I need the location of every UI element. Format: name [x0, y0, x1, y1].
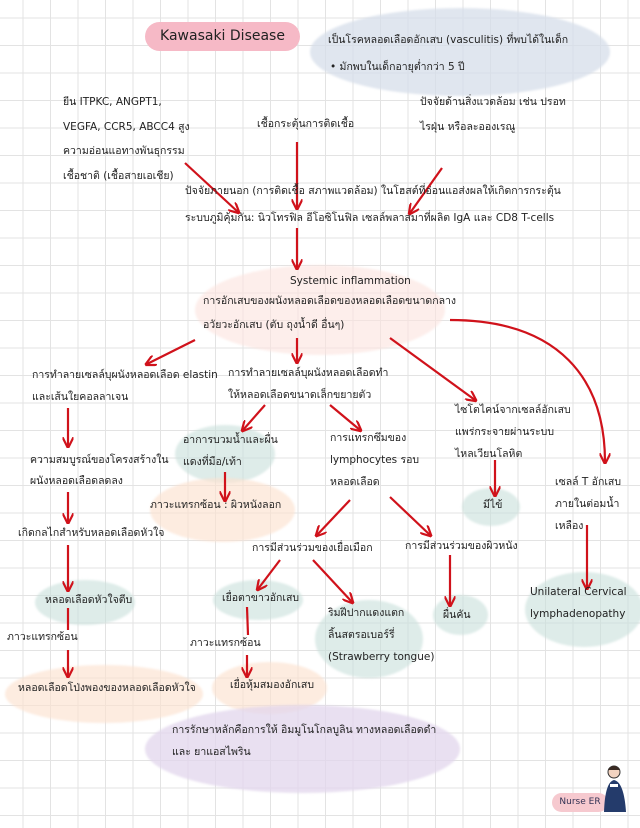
- cytokine-spread: ไซโตไคน์จากเซลล์อักเสบ แพร่กระจายผ่านระบ…: [455, 404, 571, 460]
- definition-line: เป็นโรคหลอดเลือดอักเสบ (vasculitis) ที่พ…: [328, 34, 569, 46]
- meningitis: เยื่อหุ้มสมองอักเสบ: [230, 679, 314, 691]
- definition-age-bullet: • มักพบในเด็กอายุต่ำกว่า 5 ปี: [330, 61, 465, 73]
- aneurysm-bubble: [5, 665, 203, 723]
- systemic-body: การอักเสบของผนังหลอดเลือดของหลอดเลือดขนา…: [203, 295, 457, 331]
- arrow-left: [147, 339, 196, 364]
- itchy-rash: ผื่นคัน: [443, 609, 471, 621]
- strawberry-tongue: ริมฝีปากแดงแตก ลิ้นสตรอเบอร์รี่ (Strawbe…: [328, 607, 435, 663]
- skin-involvement: การมีส่วนร่วมของผิวหนัง: [405, 540, 518, 552]
- genetic-factors: ยีน ITPKC, ANGPT1, VEGFA, CCR5, ABCC4 สู…: [63, 96, 190, 182]
- small-vessel-dilation: การทำลายเซลล์บุผนังหลอดเลือดทำ ให้หลอดเล…: [228, 367, 389, 401]
- treatment: การรักษาหลักคือการให้ อิมมูโนโกลบูลิน ทา…: [172, 724, 437, 758]
- treatment-bubble: [145, 705, 460, 793]
- brand-badge: Nurse ER: [552, 793, 608, 812]
- fever: มีไข้: [483, 499, 503, 511]
- arrow-environment: [410, 167, 443, 213]
- mucosal-involvement: การมีส่วนร่วมของเยื่อเมือก: [252, 542, 373, 554]
- lymph-node-tcells: เซลล์ T อักเสบ ภายในต่อมน้ำ เหลือง: [555, 476, 621, 532]
- systemic-bubble: [195, 265, 445, 355]
- endothelial-elastin-damage: การทำลายเซลล์บุผนังหลอดเลือด elastin และ…: [32, 369, 218, 403]
- arrow-right: [389, 337, 475, 400]
- environmental-factors: ปัจจัยด้านสิ่งแวดล้อม เช่น ปรอท ไรฝุ่น ห…: [420, 96, 566, 133]
- coronary-mechanism: เกิดกลไกสำหรับหลอดเลือดหัวใจ: [18, 527, 165, 539]
- nurse-avatar-icon: [604, 765, 626, 812]
- lips-bubble: [315, 600, 423, 678]
- complication-label: ภาวะแทรกซ้อน: [7, 631, 78, 643]
- coronary-aneurysm: หลอดเลือดโป่งพองของหลอดเลือดหัวใจ: [18, 682, 196, 694]
- complication-label-middle: ภาวะแทรกซ้อน: [190, 637, 261, 649]
- peeling-bubble: [150, 478, 295, 542]
- page-title: Kawasaki Disease: [145, 22, 300, 51]
- immune-activation: ปัจจัยภายนอก (การติดเชื้อ สภาพแวดล้อม) ใ…: [185, 185, 561, 224]
- arrow-genetic: [184, 162, 238, 212]
- infection-trigger: เชื้อกระตุ้นการติดเชื้อ: [257, 118, 355, 130]
- skin-peeling-complication: ภาวะแทรกซ้อน : ผิวหนังลอก: [150, 499, 282, 511]
- stenosis-bubble: [35, 580, 135, 625]
- arrow-tcells: [449, 318, 605, 462]
- edema-rash-hands-feet: อาการบวมน้ำและผื่น แดงที่มือ/เท้า: [183, 434, 278, 468]
- wall-integrity-reduced: ความสมบูรณ์ของโครงสร้างใน ผนังหลอดเลือดล…: [30, 454, 169, 487]
- conjunctivitis: เยื่อตาขาวอักเสบ: [222, 592, 300, 604]
- rash-bubble: [433, 595, 488, 635]
- coronary-stenosis: หลอดเลือดหัวใจตีบ: [45, 594, 133, 606]
- systemic-heading: Systemic inflammation: [290, 275, 411, 287]
- cervical-lymphadenopathy: Unilateral Cervical lymphadenopathy: [530, 586, 627, 620]
- definition-bubble: [310, 8, 610, 96]
- lymphocyte-infiltration: การแทรกซึมของ lymphocytes รอบ หลอดเลือด: [330, 432, 420, 488]
